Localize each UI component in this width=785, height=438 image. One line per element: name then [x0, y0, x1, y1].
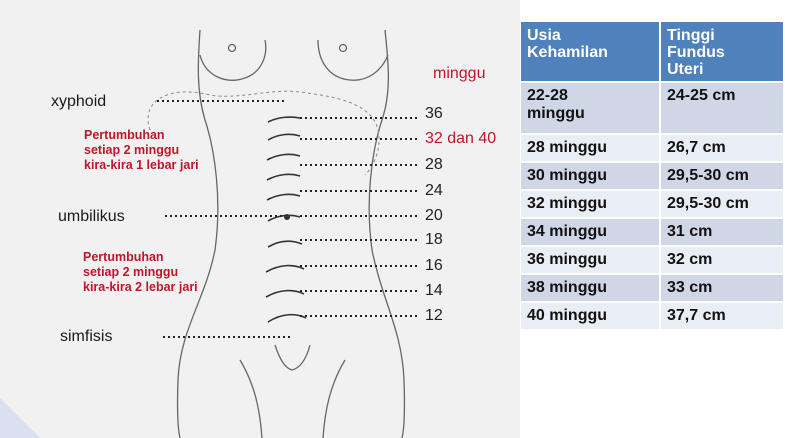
week-mark-12: 12: [425, 308, 443, 324]
table-row: 34 minggu 31 cm: [521, 218, 783, 246]
week-mark-16: 16: [425, 258, 443, 274]
cell-tinggi: 37,7 cm: [660, 302, 783, 329]
table-row: 36 minggu 32 cm: [521, 246, 783, 274]
table-header-row: Usia Kehamilan Tinggi Fundus Uteri: [521, 22, 783, 82]
table-row: 38 minggu 33 cm: [521, 274, 783, 302]
header-tinggi-line: Tinggi: [667, 27, 779, 44]
cell-tinggi: 29,5-30 cm: [660, 162, 783, 190]
growth-note-1-line: Pertumbuhan: [84, 128, 199, 143]
cell-usia: 40 minggu: [521, 302, 660, 329]
growth-note-1-line: kira-kira 1 lebar jari: [84, 158, 199, 173]
week-mark-36: 36: [425, 106, 443, 122]
header-usia-line: Kehamilan: [527, 44, 655, 61]
week-mark-28: 28: [425, 157, 443, 173]
growth-note-1: Pertumbuhan setiap 2 minggu kira-kira 1 …: [84, 128, 199, 173]
minggu-header: minggu: [433, 66, 485, 81]
week-mark-14: 14: [425, 283, 443, 299]
table-row: 22-28 minggu 24-25 cm: [521, 82, 783, 134]
header-usia-line: Usia: [527, 27, 655, 44]
growth-note-2: Pertumbuhan setiap 2 minggu kira-kira 2 …: [83, 250, 198, 295]
fundal-height-diagram: minggu xyphoid umbilikus simfisis Pertum…: [0, 0, 520, 438]
cell-usia: 38 minggu: [521, 274, 660, 302]
cell-usia-line: minggu: [527, 105, 655, 123]
cell-usia: 22-28 minggu: [521, 82, 660, 134]
growth-note-2-line: setiap 2 minggu: [83, 265, 198, 280]
cell-usia: 30 minggu: [521, 162, 660, 190]
cell-usia: 34 minggu: [521, 218, 660, 246]
header-tinggi-fundus: Tinggi Fundus Uteri: [660, 22, 783, 82]
cell-tinggi: 29,5-30 cm: [660, 190, 783, 218]
growth-note-1-line: setiap 2 minggu: [84, 143, 199, 158]
cell-usia-line: 22-28: [527, 87, 655, 105]
cell-usia: 36 minggu: [521, 246, 660, 274]
header-tinggi-line: Fundus: [667, 44, 779, 61]
growth-note-2-line: kira-kira 2 lebar jari: [83, 280, 198, 295]
week-mark-18: 18: [425, 232, 443, 248]
fundal-height-table: Usia Kehamilan Tinggi Fundus Uteri 22-28…: [521, 22, 783, 329]
cell-tinggi: 26,7 cm: [660, 134, 783, 162]
cell-tinggi: 24-25 cm: [660, 82, 783, 134]
decorative-corner-shape: [0, 378, 60, 438]
growth-note-2-line: Pertumbuhan: [83, 250, 198, 265]
cell-usia: 32 minggu: [521, 190, 660, 218]
cell-tinggi: 32 cm: [660, 246, 783, 274]
table-row: 32 minggu 29,5-30 cm: [521, 190, 783, 218]
landmark-umbilikus: umbilikus: [58, 208, 125, 226]
table-row: 30 minggu 29,5-30 cm: [521, 162, 783, 190]
header-usia-kehamilan: Usia Kehamilan: [521, 22, 660, 82]
week-mark-20: 20: [425, 208, 443, 224]
week-mark-24: 24: [425, 183, 443, 199]
landmark-simfisis: simfisis: [60, 328, 112, 346]
landmark-xyphoid: xyphoid: [51, 93, 106, 111]
week-mark-32-40: 32 dan 40: [425, 131, 496, 147]
cell-tinggi: 31 cm: [660, 218, 783, 246]
header-tinggi-line: Uteri: [667, 61, 779, 78]
cell-tinggi: 33 cm: [660, 274, 783, 302]
cell-usia: 28 minggu: [521, 134, 660, 162]
table-row: 28 minggu 26,7 cm: [521, 134, 783, 162]
table-row: 40 minggu 37,7 cm: [521, 302, 783, 329]
